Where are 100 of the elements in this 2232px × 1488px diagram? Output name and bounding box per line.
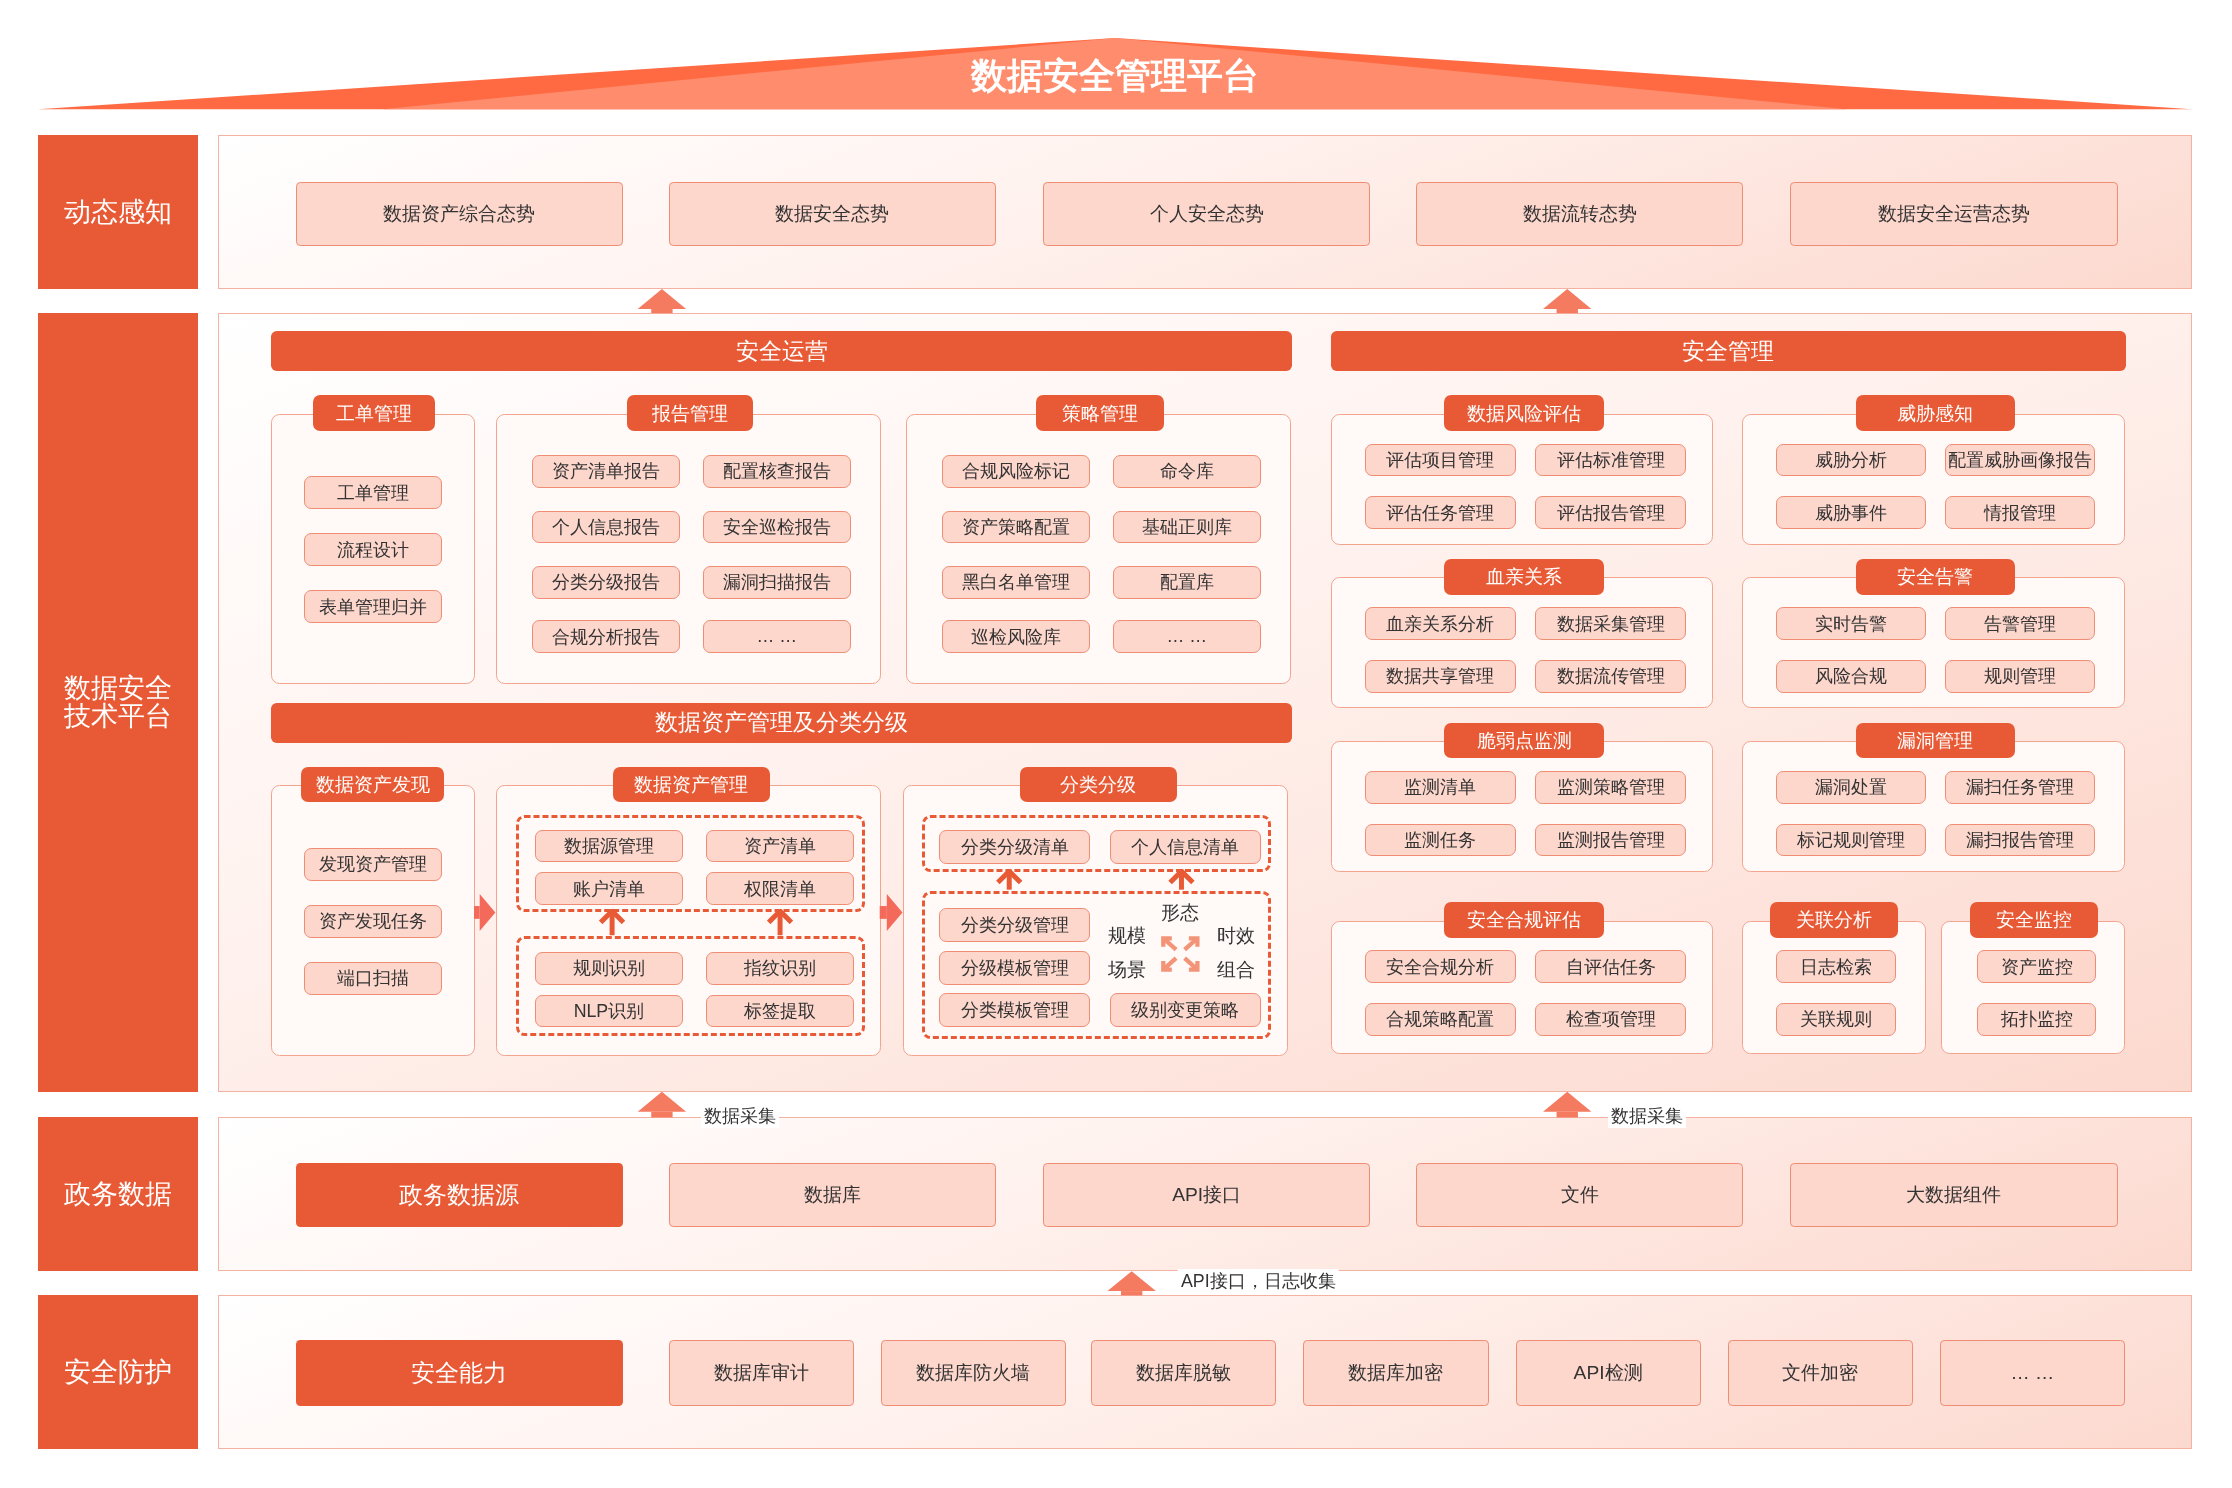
arrow (1107, 1271, 1156, 1296)
module-box: 个人安全态势 (1042, 181, 1371, 246)
layer-label: 动态感知 (38, 135, 198, 289)
arrow (1543, 1091, 1592, 1118)
function-box: 漏扫报告管理 (1945, 823, 2095, 857)
module-box: … … (1939, 1340, 2125, 1406)
layer-panel (217, 135, 2193, 289)
function-box: … … (1112, 620, 1261, 653)
module-box: 数据资产综合态势 (295, 181, 624, 246)
function-box: 监测策略管理 (1535, 771, 1687, 804)
function-box: 权限清单 (705, 872, 854, 905)
function-box: 监测报告管理 (1535, 823, 1687, 857)
function-box: 数据流传管理 (1535, 660, 1687, 693)
group-heading: 策略管理 (1035, 395, 1164, 431)
function-box: 分类分级管理 (939, 907, 1091, 943)
function-box: 配置核查报告 (702, 455, 851, 488)
layer-panel (217, 313, 2193, 1092)
group-heading: 数据风险评估 (1444, 395, 1604, 431)
function-box: 评估项目管理 (1364, 443, 1516, 477)
arrow (995, 868, 1024, 890)
group-heading: 安全合规评估 (1444, 902, 1604, 938)
layer-label: 政务数据 (38, 1117, 198, 1272)
function-box: 规则识别 (534, 952, 683, 985)
function-box: 漏洞处置 (1776, 771, 1926, 804)
layer-label: 安全防护 (38, 1295, 198, 1450)
keyword-label: 场景 (1108, 957, 1147, 982)
module-box: API检测 (1515, 1340, 1701, 1406)
module-box: 文件加密 (1727, 1340, 1913, 1406)
group-heading: 威胁感知 (1855, 395, 2016, 431)
section-bar: 安全运营 (271, 331, 1293, 372)
keyword-label: 时效 (1216, 923, 1255, 948)
function-box: … … (702, 620, 851, 653)
module-box: 文件 (1415, 1162, 1744, 1227)
arrow (474, 893, 496, 931)
function-box: 命令库 (1112, 455, 1261, 488)
group-heading: 关联分析 (1770, 902, 1899, 938)
module-box: 数据库加密 (1303, 1340, 1489, 1406)
function-box: 评估任务管理 (1364, 496, 1516, 530)
function-box: 漏扫任务管理 (1945, 771, 2095, 804)
arrow (879, 893, 903, 931)
module-box: 数据安全态势 (668, 181, 996, 246)
module-box: 数据库 (668, 1162, 996, 1227)
function-box: 端口扫描 (304, 961, 443, 995)
function-box: 风险合规 (1776, 660, 1926, 693)
function-box: 发现资产管理 (304, 847, 443, 881)
function-box: 数据共享管理 (1364, 660, 1516, 693)
function-box: 个人信息清单 (1110, 829, 1261, 864)
group-heading: 数据资产管理 (613, 766, 770, 803)
function-box: 资产策略配置 (941, 510, 1090, 544)
function-box: 安全合规分析 (1364, 950, 1516, 984)
function-box: 分类分级清单 (939, 829, 1091, 864)
arrow (1167, 868, 1196, 890)
function-box: 分类模板管理 (939, 993, 1091, 1028)
function-box: 实时告警 (1776, 607, 1926, 641)
module-box: 大数据组件 (1790, 1162, 2118, 1227)
function-box: 表单管理归并 (304, 590, 443, 623)
function-box: 工单管理 (304, 476, 443, 510)
function-box: 安全巡检报告 (702, 510, 851, 544)
arrow (637, 288, 687, 314)
function-box: 数据采集管理 (1535, 607, 1687, 641)
function-box: 合规风险标记 (941, 455, 1090, 488)
function-box: 检查项管理 (1535, 1003, 1687, 1036)
group-heading: 安全监控 (1969, 902, 2098, 938)
edge-label: 数据采集 (1607, 1104, 1686, 1128)
group-heading: 漏洞管理 (1855, 722, 2016, 759)
group-heading: 工单管理 (312, 395, 436, 431)
function-box: 威胁分析 (1776, 443, 1926, 477)
group-heading: 数据资产发现 (301, 766, 444, 803)
function-box: 告警管理 (1945, 607, 2095, 641)
keyword-label: 规模 (1108, 923, 1147, 948)
module-box: 数据库防火墙 (880, 1340, 1066, 1406)
function-box: 监测清单 (1364, 771, 1516, 804)
group-heading: 安全告警 (1855, 559, 2016, 595)
module-box: 数据流转态势 (1415, 181, 1744, 246)
function-box: 合规分析报告 (531, 620, 680, 653)
arrow (766, 908, 794, 936)
keyword-label: 组合 (1216, 957, 1255, 982)
function-box: 日志检索 (1776, 950, 1896, 984)
group-heading: 血亲关系 (1444, 559, 1604, 595)
section-bar: 数据资产管理及分类分级 (271, 702, 1293, 743)
function-box: 拓扑监控 (1976, 1003, 2097, 1036)
layer-panel (217, 1295, 2193, 1450)
function-box: 评估标准管理 (1535, 443, 1687, 477)
group-heading: 脆弱点监测 (1444, 722, 1604, 759)
function-box: 基础正则库 (1112, 510, 1261, 544)
arrow (598, 908, 626, 936)
function-box: 黑白名单管理 (941, 566, 1090, 599)
dashed-group (516, 815, 865, 912)
group-heading: 分类分级 (1020, 766, 1177, 803)
function-box: 指纹识别 (705, 952, 854, 985)
module-box: 安全能力 (295, 1340, 624, 1406)
module-box: 政务数据源 (295, 1162, 624, 1227)
function-box: 流程设计 (304, 533, 443, 567)
function-box: 标签提取 (705, 994, 854, 1028)
module-box: 数据库脱敏 (1091, 1340, 1277, 1406)
function-box: 规则管理 (1945, 660, 2095, 693)
function-box: 威胁事件 (1776, 496, 1926, 530)
function-box: 数据源管理 (534, 829, 683, 863)
function-box: 情报管理 (1945, 496, 2095, 530)
function-box: 级别变更策略 (1110, 993, 1261, 1028)
